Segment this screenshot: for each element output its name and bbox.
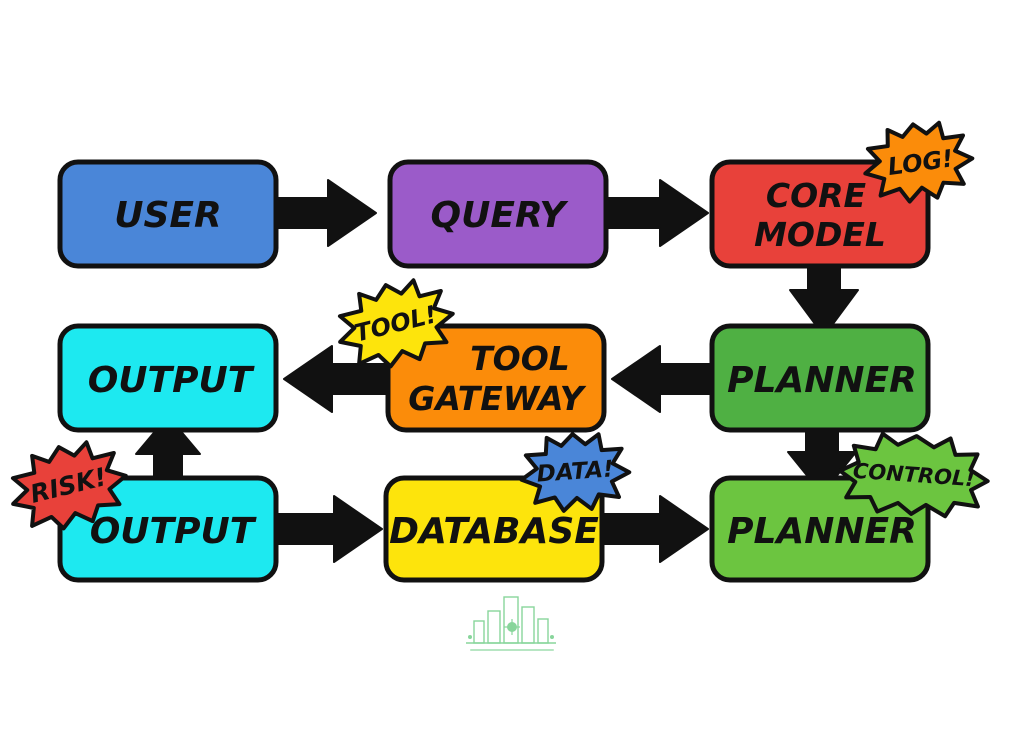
node-user-box	[57, 159, 279, 269]
burst-log: LOG!	[863, 120, 975, 204]
bursts-layer: LOG! TOOL! RISK! DATA! CONTROL!	[10, 120, 990, 531]
node-output-top: OUTPUT	[57, 323, 279, 433]
node-query: QUERY	[387, 159, 609, 269]
node-user: USER	[57, 159, 279, 269]
node-core-model-line-2: MODEL	[754, 215, 886, 254]
node-planner-mid-box	[709, 323, 931, 433]
arrow-planner-to-tool-gateway	[611, 345, 717, 413]
node-tool-gateway-line-1: TOOL	[470, 339, 570, 378]
burst-control-shape	[838, 431, 990, 519]
node-planner-mid: PLANNER	[709, 323, 931, 433]
burst-tool-shape	[337, 278, 455, 369]
node-output-top-label: OUTPUT	[88, 360, 255, 401]
building-logo-icon	[466, 596, 556, 651]
burst-risk-shape	[10, 440, 128, 531]
node-tool-gateway-box	[385, 323, 607, 433]
node-output-bottom-label: OUTPUT	[90, 511, 257, 552]
arrow-database-to-planner	[599, 495, 709, 563]
boxes-layer: USER QUERY CORE MODEL OUTPUT TOOL GATEWA…	[57, 159, 931, 583]
burst-data: DATA!	[519, 432, 632, 513]
node-core-model-box	[709, 159, 931, 269]
arrow-tool-gateway-to-output	[283, 345, 393, 413]
burst-data-label: DATA!	[536, 456, 615, 487]
arrow-output-to-database	[273, 495, 383, 563]
node-database: DATABASE	[383, 475, 605, 583]
node-query-label: QUERY	[431, 195, 570, 236]
node-core-model-line-1: CORE	[766, 176, 867, 215]
node-user-label: USER	[114, 195, 221, 236]
node-database-label: DATABASE	[389, 511, 599, 552]
arrow-user-to-query	[273, 179, 377, 247]
burst-risk: RISK!	[10, 440, 128, 531]
node-tool-gateway-line-2: GATEWAY	[408, 379, 586, 418]
burst-control: CONTROL!	[838, 431, 990, 519]
node-tool-gateway: TOOL GATEWAY	[385, 323, 607, 433]
arrow-query-to-core-model	[603, 179, 709, 247]
burst-log-shape	[863, 120, 975, 204]
node-query-box	[387, 159, 609, 269]
node-planner-mid-label: PLANNER	[727, 360, 917, 401]
node-planner-bottom-label: PLANNER	[727, 511, 917, 552]
node-core-model: CORE MODEL	[709, 159, 931, 269]
burst-data-shape	[519, 432, 632, 513]
node-database-box	[383, 475, 605, 583]
burst-tool: TOOL!	[337, 278, 455, 369]
node-output-top-box	[57, 323, 279, 433]
